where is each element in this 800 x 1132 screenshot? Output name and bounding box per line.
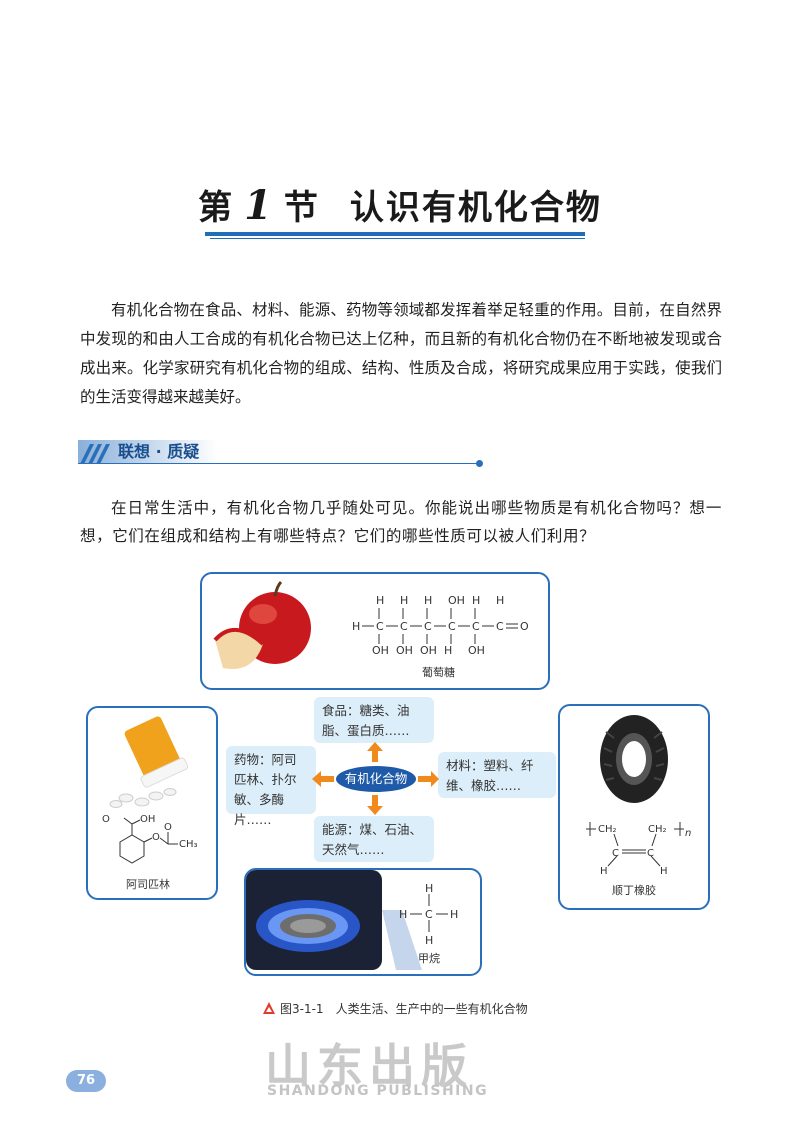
apple-image <box>213 580 311 669</box>
glucose-label: 葡萄糖 <box>422 666 455 679</box>
glucose-c5: C <box>472 620 480 633</box>
intro-paragraph: 有机化合物在食品、材料、能源、药物等领域都发挥着举足轻重的作用。目前，在自然界中… <box>80 301 722 406</box>
aspirin-label: 阿司匹林 <box>126 878 170 891</box>
rubber-ch2-left: CH₂ <box>598 824 617 835</box>
page-number: 76 <box>66 1070 106 1092</box>
rubber-label: 顺丁橡胶 <box>612 884 656 897</box>
methane-h-bottom: H <box>425 934 433 947</box>
food-bubble: 食品：糖类、油脂、蛋白质…… <box>314 697 434 743</box>
energy-bubble: 能源：煤、石油、天然气…… <box>314 816 434 862</box>
center-oval: 有机化合物 <box>336 766 416 792</box>
glucose-oh2: OH <box>396 644 413 657</box>
glucose-o: O <box>520 620 529 633</box>
figure-caption: 图3-1-1 人类生活、生产中的一些有机化合物 <box>262 1000 528 1017</box>
section-header-bar <box>78 440 218 464</box>
glucose-c4: C <box>448 620 456 633</box>
aspirin-oh: OH <box>140 814 155 825</box>
aspirin-o2: O <box>152 832 160 843</box>
medicine-bubble: 药物：阿司匹林、扑尔敏、多酶片…… <box>226 746 316 827</box>
glucose-oh3: OH <box>420 644 437 657</box>
watermark-en: SHANDONG PUBLISHING <box>267 1083 489 1099</box>
glucose-h-left: H <box>352 620 360 633</box>
title-underline <box>205 232 585 236</box>
glucose-c6: C <box>496 620 504 633</box>
glucose-h1: H <box>376 594 384 607</box>
glucose-h4: H <box>472 594 480 607</box>
aspirin-o3: O <box>164 822 172 833</box>
methane-structure: H H C H H <box>399 882 458 947</box>
glucose-structure: H H H OH H H H C C C C C C O OH OH OH H … <box>352 594 529 657</box>
aspirin-structure: O OH O O CH₃ <box>102 814 198 864</box>
glucose-c3: C <box>424 620 432 633</box>
rubber-n: n <box>685 828 691 839</box>
glucose-oh-top: OH <box>448 594 465 607</box>
rubber-h1: H <box>600 866 608 877</box>
title-number: 1 <box>244 182 274 229</box>
methane-h-top: H <box>425 882 433 895</box>
rubber-structure: CH₂ CH₂ n C C H H <box>586 822 691 877</box>
caption-triangle-icon <box>263 1002 275 1014</box>
methane-h-left: H <box>399 908 407 921</box>
title-underline-thin <box>210 238 585 239</box>
section-divider <box>78 463 480 464</box>
glucose-h3: H <box>424 594 432 607</box>
pill-bottle-image <box>109 716 189 808</box>
aspirin-o1: O <box>102 814 110 825</box>
rubber-ch2-right: CH₂ <box>648 824 667 835</box>
aspirin-ch3: CH₃ <box>179 839 198 850</box>
figure-caption-text: 图3-1-1 人类生活、生产中的一些有机化合物 <box>280 1002 528 1016</box>
gas-flame-image <box>246 870 382 970</box>
methane-h-right: H <box>450 908 458 921</box>
section-divider-dot <box>476 460 483 467</box>
rubber-c2: C <box>647 848 654 859</box>
glucose-h2: H <box>400 594 408 607</box>
glucose-h6: H <box>444 644 452 657</box>
question-paragraph: 在日常生活中，有机化合物几乎随处可见。你能说出哪些物质是有机化合物吗？想一想，它… <box>80 499 722 545</box>
watermark-cn: 山东出版 <box>265 1039 473 1093</box>
glucose-h5: H <box>496 594 504 607</box>
center-arrows <box>312 742 439 815</box>
title-prefix: 第 <box>198 188 235 228</box>
section-title: 联想 · 质疑 <box>118 442 200 461</box>
tire-image <box>600 715 668 803</box>
glucose-c1: C <box>376 620 384 633</box>
rubber-box <box>558 704 710 910</box>
glucose-c2: C <box>400 620 408 633</box>
glucose-oh4: OH <box>468 644 485 657</box>
title-suffix: 节 <box>283 188 320 228</box>
material-bubble: 材料：塑料、纤维、橡胶…… <box>438 752 556 798</box>
flame-reflection <box>382 910 422 970</box>
rubber-h2: H <box>660 866 668 877</box>
glucose-oh1: OH <box>372 644 389 657</box>
methane-c: C <box>425 908 433 921</box>
methane-label: 甲烷 <box>418 952 440 965</box>
title-name: 认识有机化合物 <box>349 188 602 228</box>
rubber-c1: C <box>612 848 619 859</box>
